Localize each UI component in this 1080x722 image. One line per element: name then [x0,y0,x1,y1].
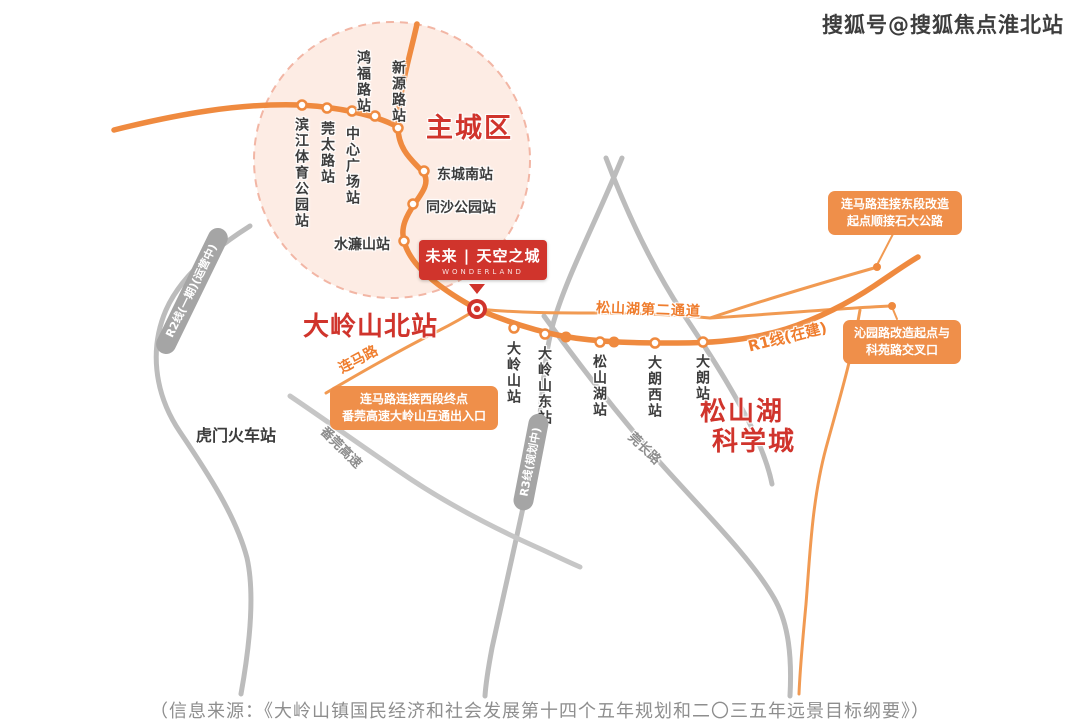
station-label-dalingshan: 大岭山站 [505,341,521,405]
road-branch-east-path [708,304,893,320]
station-dots-group [296,99,709,349]
station-dot-dalang-west [649,337,661,349]
station-dot-dalang [697,336,709,348]
area-label-main-city: 主城区 [426,113,513,144]
junction-dot-qinyuan-branch [888,302,896,310]
callout-east-section-line1: 连马路连接东段改造 [840,197,949,211]
station-label-xinyuanlu: 新源路站 [390,60,406,124]
callout-east-section-line2: 起点顺接石大公路 [846,214,943,228]
station-label-dongcheng-south: 东城南站 [437,167,493,183]
station-label-central-square: 中心广场站 [344,126,360,206]
station-label-guantailu: 莞太路站 [319,121,335,185]
station-dot-dongcheng-south [418,165,430,177]
project-badge-subtitle: WONDERLAND [442,268,524,276]
project-badge-pointer [469,284,485,294]
station-dot-shuilianshan [398,235,410,247]
callout-connector-east [876,233,894,266]
road-fanguan-expressway-path [287,393,583,570]
station-dot-hongfulu [369,110,381,122]
station-label-hongfulu: 鸿福路站 [355,50,371,114]
junction-dots-group [560,263,896,348]
station-dot-central-square [346,105,358,117]
station-dot-xinyuanlu [392,122,404,134]
callout-east-section: 连马路连接东段改造 起点顺接石大公路 [828,191,962,235]
source-note: （信息来源：《大岭山镇国民经济和社会发展第十四个五年规划和二〇三五年远景目标纲要… [150,701,930,722]
station-label-shuilianshan: 水濂山站 [334,237,390,253]
station-label-binjiang-sports-park: 滨江体育公园站 [293,117,309,229]
station-label-humen-railway: 虎门火车站 [196,426,277,445]
junction-dot-songshanhu-crossing [608,336,620,348]
road-southeast-orange-path [797,308,862,696]
callout-qinyuan-road: 沁园路改造起点与 科苑路交叉口 [843,320,961,364]
junction-dot-east-branch [873,263,881,271]
junction-dot-guanchang-crossing [560,331,572,343]
area-label-science-city-line1: 松山湖 [700,397,785,427]
station-dot-songshanhu [594,336,606,348]
main-city-zone-circle [253,21,531,299]
project-badge: 未来 | 天空之城 WONDERLAND [419,240,547,280]
station-dot-binjiang [296,99,308,111]
callout-west-section-line2: 番莞高速大岭山互通出入口 [341,409,486,423]
road-label-songshanhu-second-channel: 松山湖第二通道 [595,300,702,320]
station-dot-guantailu [321,102,333,114]
rail-line-r1-east-path [474,254,921,346]
dalingshan-north-marker [467,299,487,319]
road-lianma-path [324,307,479,395]
callout-qinyuan-road-line2: 科苑路交叉口 [865,343,938,357]
rail-line-r1-group [111,21,921,346]
area-label-science-city-line2: 科学城 [712,427,797,457]
callout-qinyuan-road-line1: 沁园路改造起点与 [853,326,950,340]
station-label-dalingshan-north: 大岭山北站 [303,312,439,342]
rail-line-r1-north-path [395,21,480,312]
rail-line-r3-path [482,155,625,699]
callout-west-section: 连马路连接西段终点 番莞高速大岭山互通出入口 [330,386,498,430]
watermark: 搜狐号@搜狐焦点淮北站 [822,13,1064,37]
station-label-tongsha-park: 同沙公园站 [426,200,496,216]
marker-center-dot [473,305,481,313]
station-label-dalang: 大朗站 [694,354,710,402]
rail-line-r2-path [153,223,254,697]
station-label-dalang-west: 大朗西站 [646,355,662,419]
project-badge-title: 未来 | 天空之城 [425,247,541,265]
road-guanchang-path [541,313,794,699]
station-dot-tongsha-park [407,198,419,210]
station-dot-dalingshan-east [539,328,551,340]
road-songshanhu-second-channel-path [475,307,712,320]
station-dot-dalingshan [508,322,520,334]
rail-line-r1-northwest-path [111,102,401,133]
callout-west-section-line1: 连马路连接西段终点 [359,392,468,406]
road-branch-northeast-path [708,266,876,320]
station-label-songshanhu: 松山湖站 [591,354,607,418]
station-label-dalingshan-east: 大岭山东站 [536,346,552,426]
